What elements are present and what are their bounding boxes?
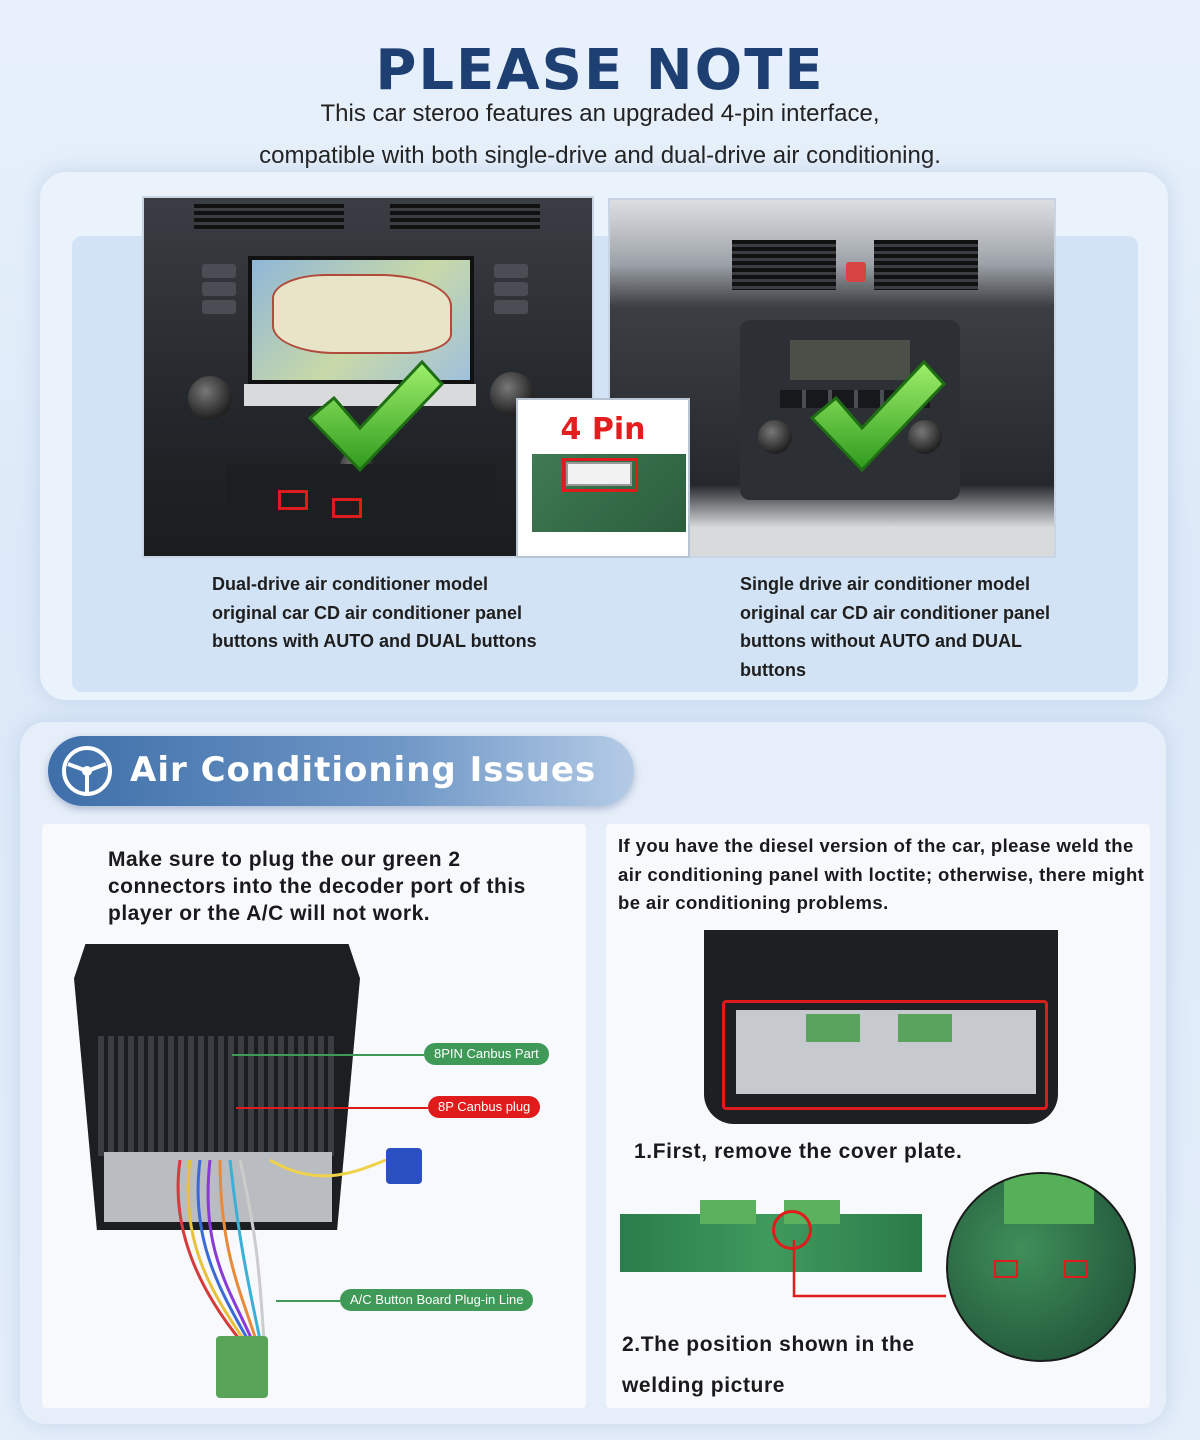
leader-line-8pin [232,1054,424,1056]
ac-circuit-board [620,1214,922,1272]
pcb-connector [700,1200,756,1224]
ac-button-board-plug [216,1336,268,1398]
leader-line-ac [276,1300,340,1302]
tag-8pin-canbus-part: 8PIN Canbus Part [424,1043,549,1065]
subtitle-line-1: This car steroo features an upgraded 4-p… [320,100,880,127]
cover-plate-highlight [722,1000,1048,1110]
section-title: Air Conditioning Issues [130,750,597,790]
ac-green-connector [898,1014,952,1042]
dual-drive-caption: Dual-drive air conditioner model origina… [212,574,537,651]
wiring-harness [176,1158,387,1341]
pin-connector [566,462,632,486]
hazard-button [846,262,866,282]
navigation-screen [248,256,474,384]
section-header-pill: Air Conditioning Issues [48,736,634,806]
leader-line-8p-plug [236,1107,428,1109]
steering-wheel-icon [62,746,112,796]
tag-8p-canbus-plug: 8P Canbus plug [428,1096,541,1118]
stereo-unit-ports [98,1036,338,1156]
pin-connector-highlight [562,458,638,492]
weld-point-highlight [772,1210,812,1250]
step-2-text: 2.The position shown in the welding pict… [622,1333,915,1397]
dual-button-highlight [332,498,362,518]
canbus-blue-plug [386,1148,422,1184]
ac-control-row [226,464,496,518]
four-pin-label: 4 Pin [560,412,646,447]
four-pin-inset: 4 Pin [516,398,690,558]
diesel-instruction: If you have the diesel version of the ca… [618,835,1145,913]
single-drive-caption: Single drive air conditioner model origi… [740,574,1051,680]
auto-button-highlight [278,490,308,510]
step-1-text: 1.First, remove the cover plate. [634,1140,963,1163]
subtitle-line-2: compatible with both single-drive and du… [259,142,941,169]
stereo-unit-plate [104,1152,332,1222]
zoom-leader-line [792,1240,946,1298]
decoder-instruction: Make sure to plug the our green 2 connec… [108,848,526,925]
pin-circuit-board [532,454,686,532]
map-image [272,274,452,354]
weld-zoom-detail [946,1172,1136,1362]
tag-ac-button-board-plug: A/C Button Board Plug-in Line [340,1289,534,1311]
check-icon [307,359,445,473]
ac-panel-plate [736,1010,1036,1094]
ac-green-connector [806,1014,860,1042]
page-title: PLEASE NOTE [375,38,825,103]
check-icon [809,359,947,473]
